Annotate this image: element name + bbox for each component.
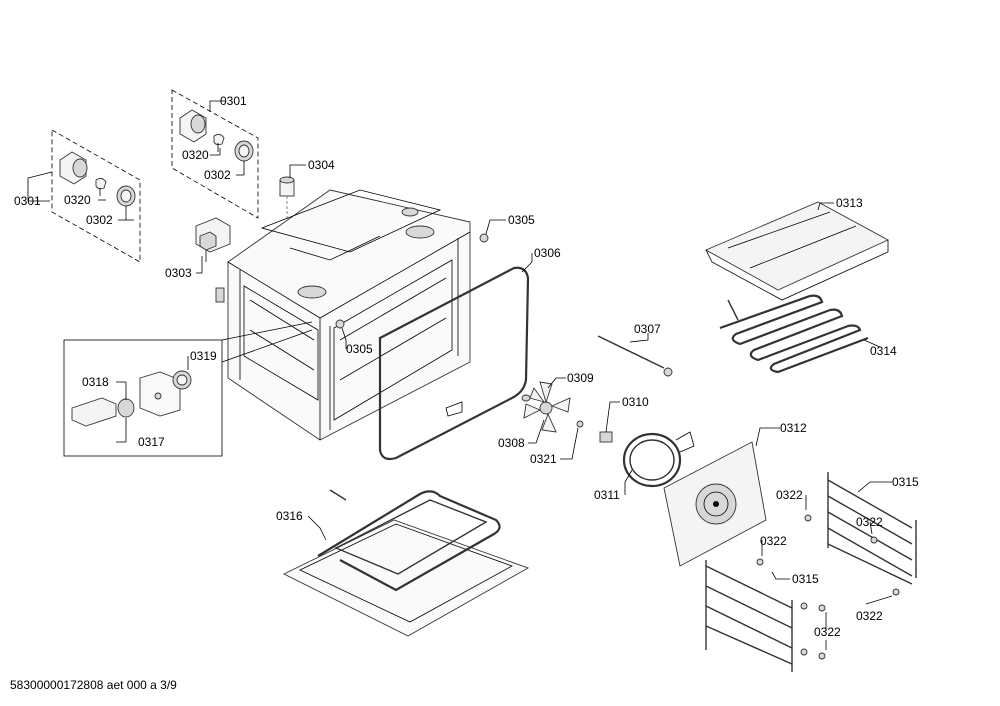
part-0309-fan-blade — [521, 381, 584, 433]
label-0320-left: 0320 — [64, 193, 91, 207]
label-0304: 0304 — [308, 158, 335, 172]
part-0314-broil-element — [719, 294, 869, 374]
label-0318: 0318 — [82, 375, 109, 389]
label-0320-upper: 0320 — [182, 148, 209, 162]
part-0311-ring-element — [622, 431, 695, 488]
label-0301-left: 0301 — [14, 194, 41, 208]
label-0305-left: 0305 — [346, 342, 373, 356]
label-0311: 0311 — [594, 488, 620, 502]
part-labels: 0301 0320 0302 0301 0320 0302 0303 0304 … — [14, 94, 919, 639]
label-0308: 0308 — [498, 436, 525, 450]
label-0312: 0312 — [780, 421, 807, 435]
label-0302-upper: 0302 — [204, 168, 231, 182]
label-0301-upper: 0301 — [220, 94, 247, 108]
part-0322-screws — [756, 514, 900, 660]
label-0322-a: 0322 — [776, 488, 803, 502]
label-0317: 0317 — [138, 435, 165, 449]
label-0302-left: 0302 — [86, 213, 113, 227]
label-0309: 0309 — [567, 371, 594, 385]
part-0312-back-panel — [663, 441, 767, 567]
label-0313: 0313 — [836, 196, 863, 210]
oven-cavity — [215, 189, 471, 441]
label-0316: 0316 — [276, 509, 303, 523]
label-0305-right: 0305 — [508, 213, 535, 227]
label-0322-d: 0322 — [760, 534, 787, 548]
part-0307-probe — [597, 335, 673, 377]
label-0306: 0306 — [534, 246, 561, 260]
part-0304-cap — [279, 176, 295, 230]
part-0313-cover — [704, 201, 890, 301]
label-0319: 0319 — [190, 349, 217, 363]
part-0306-gasket — [378, 266, 530, 461]
label-0322-c: 0322 — [856, 609, 883, 623]
part-0305-grommets — [335, 233, 489, 329]
label-0307: 0307 — [634, 322, 661, 336]
label-0322-b: 0322 — [856, 515, 883, 529]
label-0315-left: 0315 — [792, 572, 819, 586]
label-0322-e: 0322 — [814, 625, 841, 639]
label-0303: 0303 — [165, 266, 192, 280]
label-0321: 0321 — [530, 452, 557, 466]
label-0315-right: 0315 — [892, 475, 919, 489]
part-0310-nut — [599, 431, 613, 443]
detail-inset — [63, 321, 313, 457]
lamp-assembly-upper — [171, 89, 259, 219]
leader-lines — [27, 100, 893, 650]
part-0315-rack-guide-right — [827, 472, 917, 585]
document-footer: 58300000172808 aet 000 a 3/9 — [10, 678, 177, 692]
label-0314: 0314 — [870, 344, 897, 358]
part-0315-rack-guide-left — [705, 560, 793, 672]
part-0303-switch — [195, 217, 231, 262]
part-0316-bake-element — [282, 489, 530, 637]
label-0310: 0310 — [622, 395, 649, 409]
